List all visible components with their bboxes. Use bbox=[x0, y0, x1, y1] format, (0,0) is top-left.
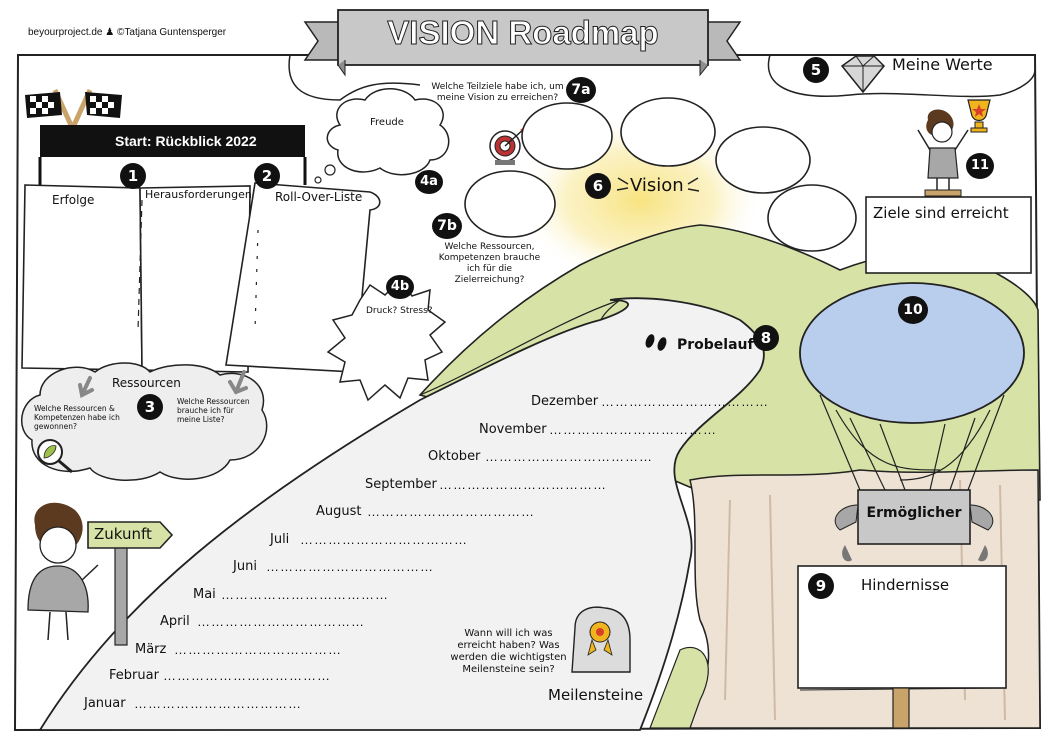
box-ziele-erreicht bbox=[865, 196, 1032, 274]
balloon-envelope bbox=[799, 282, 1025, 424]
month-dezember: Dezember bbox=[531, 394, 599, 409]
month-dots-juni: ……………………………… bbox=[266, 559, 434, 574]
child-figure bbox=[27, 502, 99, 641]
month-dots-februar: ……………………………… bbox=[163, 668, 331, 683]
box-erfolge bbox=[21, 184, 143, 371]
goal-oval-3 bbox=[715, 126, 811, 194]
goal-oval-1 bbox=[521, 102, 613, 170]
diamond-icon bbox=[840, 55, 886, 94]
section-number-1: 1 bbox=[120, 163, 146, 189]
month-dots-dezember: ……………………………… bbox=[601, 394, 769, 409]
month-dots-mai: ……………………………… bbox=[221, 587, 389, 602]
ressourcen-question-right: Welche Ressourcen brauche ich für meine … bbox=[177, 397, 250, 424]
month-februar: Februar bbox=[109, 668, 159, 683]
label-meilensteine: Meilensteine bbox=[548, 686, 644, 704]
signpost-label: Zukunft bbox=[94, 525, 152, 543]
cloud-freude bbox=[326, 88, 450, 176]
section-number-3: 3 bbox=[137, 394, 163, 420]
label-ziele-erreicht: Ziele sind erreicht bbox=[873, 204, 1009, 222]
arrow-down-left-icon bbox=[78, 376, 94, 398]
month-dots-oktober: ……………………………… bbox=[485, 449, 653, 464]
month-januar: Januar bbox=[84, 696, 126, 711]
question-7b: Welche Ressourcen, Kompetenzen brauche i… bbox=[438, 242, 541, 285]
label-probelauf: Probelauf bbox=[677, 337, 754, 353]
section-number-7a: 7a bbox=[566, 77, 596, 103]
label-ressourcen: Ressourcen bbox=[112, 376, 181, 390]
arrow-down-right-icon bbox=[228, 370, 248, 395]
ressourcen-question-left: Welche Ressourcen & Kompetenzen habe ich… bbox=[34, 404, 120, 431]
section-number-2: 2 bbox=[254, 163, 280, 189]
label-vision: Vision bbox=[630, 175, 684, 196]
magnifier-leaf-icon bbox=[37, 439, 73, 474]
person-trophy-icon bbox=[917, 99, 991, 197]
question-7a: Welche Teilziele habe ich, um meine Visi… bbox=[431, 82, 564, 103]
label-meine-werte: Meine Werte bbox=[892, 55, 993, 74]
month-dots-januar: ……………………………… bbox=[134, 696, 302, 711]
month-oktober: Oktober bbox=[428, 449, 481, 464]
section-number-4a: 4a bbox=[415, 170, 443, 194]
month-april: April bbox=[160, 614, 190, 629]
section-number-10: 10 bbox=[898, 296, 928, 324]
footprints-icon bbox=[645, 334, 667, 351]
month-dots-august: ……………………………… bbox=[367, 504, 535, 519]
section-number-6: 6 bbox=[585, 173, 611, 199]
milestones-question: Wann will ich was erreicht haben? Was we… bbox=[450, 628, 567, 675]
month-august: August bbox=[316, 504, 362, 519]
section-number-7b: 7b bbox=[432, 213, 462, 239]
box-herausforderungen bbox=[139, 185, 251, 373]
month-juni: Juni bbox=[233, 559, 257, 574]
month-maerz: März bbox=[135, 642, 167, 657]
section-number-4b: 4b bbox=[386, 275, 414, 299]
month-november: November bbox=[479, 422, 547, 437]
signpost bbox=[87, 521, 174, 646]
goal-oval-4 bbox=[767, 184, 857, 252]
section-number-11: 11 bbox=[966, 153, 994, 179]
label-freude: Freude bbox=[370, 117, 404, 128]
page-title: VISION Roadmap bbox=[387, 14, 659, 52]
goal-oval-5 bbox=[464, 170, 556, 238]
label-druck-stress: Druck? Stress? bbox=[366, 306, 433, 316]
balloon-basket bbox=[857, 489, 971, 545]
month-september: September bbox=[365, 477, 437, 492]
start-banner-label: Start: Rückblick 2022 bbox=[115, 133, 257, 149]
label-roll-over-liste: Roll-Over-Liste bbox=[275, 190, 363, 204]
label-erfolge: Erfolge bbox=[52, 193, 95, 207]
credit-line: beyourproject.de ♟ ©Tatjana Guntensperge… bbox=[28, 27, 227, 38]
title-banner bbox=[337, 9, 709, 66]
section-number-9: 9 bbox=[808, 573, 834, 599]
label-ermoeglicher: Ermöglicher bbox=[866, 505, 962, 521]
section-number-8: 8 bbox=[753, 325, 779, 351]
label-hindernisse: Hindernisse bbox=[861, 576, 950, 594]
milestone-stone-icon bbox=[571, 606, 631, 673]
target-icon bbox=[489, 124, 528, 165]
month-dots-maerz: ……………………………… bbox=[174, 642, 342, 657]
start-banner bbox=[40, 125, 305, 157]
label-herausforderungen: Herausforderungen bbox=[145, 188, 252, 201]
month-dots-november: ……………………………… bbox=[549, 422, 717, 437]
month-dots-september: ……………………………… bbox=[439, 477, 607, 492]
vision-sparkle-icon bbox=[616, 177, 700, 192]
month-dots-juli: ……………………………… bbox=[300, 532, 468, 547]
month-mai: Mai bbox=[193, 587, 216, 602]
goal-oval-2 bbox=[620, 97, 716, 167]
month-dots-april: ……………………………… bbox=[197, 614, 365, 629]
month-juli: Juli bbox=[270, 532, 290, 547]
section-number-5: 5 bbox=[803, 57, 829, 83]
